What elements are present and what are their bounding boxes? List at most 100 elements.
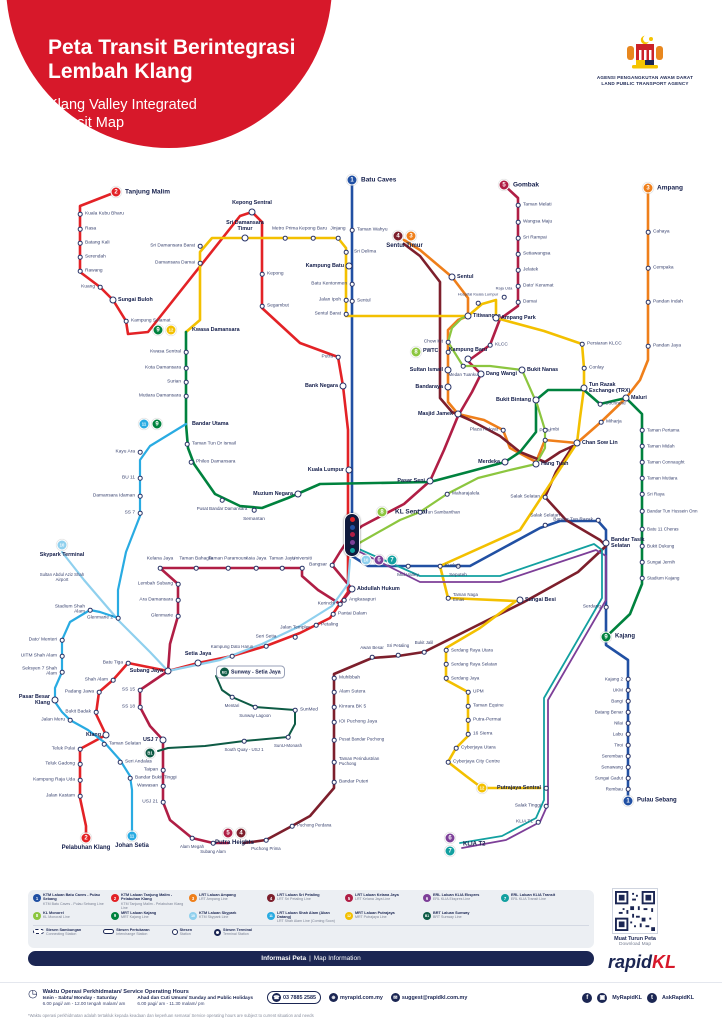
station-dot	[603, 604, 609, 610]
station-dot	[465, 717, 471, 723]
station-label: Miharja	[606, 419, 622, 425]
station-label: Senawang	[601, 764, 623, 770]
station-label: Kerinchi	[317, 601, 335, 607]
transit-line-lrt-shah-alam	[53, 422, 188, 836]
station-label: Imbi	[550, 427, 560, 433]
station-dot	[252, 704, 258, 710]
station-label: Segambut	[267, 303, 289, 309]
station-dot	[515, 235, 521, 241]
station-label: Serdang Jaya	[451, 675, 480, 681]
station-dot	[515, 251, 521, 257]
legend-label-english: KTM Batu Caves - Pulau Sebang Line	[43, 901, 104, 906]
station-label: Padang Jawa	[64, 689, 94, 695]
station-label: Cochrane	[605, 401, 626, 407]
station-label: Cahaya	[653, 229, 670, 235]
station-dot	[335, 354, 341, 360]
station-label: Dang Wangi	[486, 370, 517, 377]
legend-label-malay: ERL Laluan KLIA Transit	[511, 893, 556, 897]
station-dot	[123, 318, 129, 324]
station-dot	[516, 596, 524, 604]
station-dot	[580, 384, 588, 392]
station-label: Alam Megah	[179, 844, 205, 849]
map-information-bar: Informasi Peta | Map Information	[28, 951, 594, 966]
station-label: Chow Kit	[423, 339, 443, 345]
legend-label-malay: ERL Laluan KLIA Ekspres	[433, 893, 480, 897]
station-label: Seremban	[601, 753, 623, 759]
malaysia-coat-of-arms-icon	[627, 35, 663, 69]
legend-symbol-label-malay: Stesen Sambungan	[46, 928, 82, 933]
station-dot	[219, 497, 225, 503]
station-dot	[77, 211, 83, 217]
social-block: f ▣ MyRapidKL t AskRapidKL	[582, 992, 694, 1003]
station-label: Damansara Damai	[155, 260, 195, 266]
station-label: Wawasan	[137, 783, 158, 789]
station-label: Mentari	[224, 703, 240, 708]
station-label: Surian	[167, 379, 181, 385]
line-badge-3: 3	[642, 182, 654, 194]
legend-label-malay: LRT Laluan Ampang	[199, 893, 236, 897]
legend-symbol-label-english: Connecting Station	[46, 932, 77, 937]
line-badge-9: 9	[151, 418, 163, 430]
station-label: Sri Rampai	[523, 235, 547, 241]
station-dot	[263, 837, 269, 843]
station-label: Pusat Bandar Damansara	[196, 506, 248, 511]
station-dot	[331, 779, 337, 785]
station-label: Kampung Raja Uda	[33, 777, 75, 783]
station-label: Putrajaya Sentral	[497, 784, 542, 791]
station-dot	[369, 654, 375, 660]
station-dot	[500, 427, 506, 433]
station-dot	[501, 458, 509, 466]
station-label: Subang Alam	[200, 849, 226, 854]
station-dot	[259, 303, 265, 309]
station-label: Phileo Damansara	[196, 459, 236, 465]
station-label: Sunway Lagoon	[239, 713, 271, 718]
info-bar-divider: |	[309, 955, 311, 962]
legend-line-badge-1: 1	[33, 894, 41, 902]
station-dot	[345, 262, 353, 270]
page-subtitle: Klang Valley Integrated Transit Map	[48, 96, 197, 132]
station-label: Hang Tuah	[541, 460, 569, 467]
station-label: Pelabuhan Klang	[61, 845, 111, 851]
station-dot	[645, 299, 651, 305]
station-label: Muhibbah	[339, 675, 361, 681]
email-address: suggest@rapidkl.com.my	[401, 994, 468, 1001]
station-label: Batang Kali	[85, 240, 110, 246]
station-dot	[101, 741, 107, 747]
connecting-marker-icon	[33, 929, 44, 935]
station-dot	[625, 775, 631, 781]
station-label: Kampung Selamat	[131, 318, 171, 324]
station-label: Putra-Permai	[473, 717, 502, 723]
station-label: Stadium Kajang	[647, 575, 680, 581]
contact-block: ☎ 03 7885 2585 ⊕ myrapid.com.my ✉ sugges…	[267, 991, 467, 1004]
station-label: UPM	[473, 689, 484, 695]
station-dot	[443, 661, 449, 667]
info-bar-malay: Informasi Peta	[261, 955, 307, 962]
legend-label-malay: LRT Laluan Shah Alam (Akan Datang)	[277, 910, 330, 919]
station-dot	[515, 283, 521, 289]
station-label: Putra	[321, 354, 333, 360]
rapidkl-logo-part1: rapid	[608, 952, 653, 972]
station-label: Bandar Bukit Tinggi	[135, 775, 177, 781]
station-dot	[639, 508, 645, 514]
station-dot	[597, 401, 603, 407]
station-label: Pandan Indah	[653, 299, 683, 305]
station-dot	[285, 734, 291, 740]
legend-label-english: LRT Kelana Jaya Line	[355, 897, 391, 902]
station-dot	[253, 565, 259, 571]
station-label: Bukit Bintang	[495, 396, 531, 403]
station-dot	[487, 342, 493, 348]
line-badge-1: 1	[346, 174, 358, 186]
station-dot	[115, 615, 121, 621]
legend-line-badge-4: 4	[267, 894, 275, 902]
legend-symbol-label-english: Terminal Station	[223, 932, 249, 937]
station-label: USJ 7	[143, 736, 158, 743]
download-caption: Muat Turun Peta Download Map	[596, 936, 674, 947]
legend-label-malay: KTM Laluan Batu Caves - Pulau Sebang	[43, 893, 100, 902]
station-label: Jalan Kastam	[45, 793, 75, 799]
station-dot	[445, 759, 451, 765]
